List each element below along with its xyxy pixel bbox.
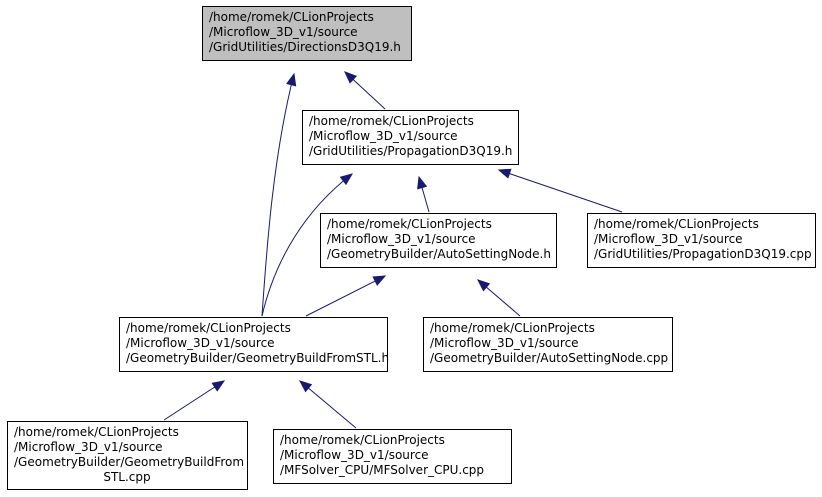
edge-line: [305, 275, 386, 317]
node-label-line: /home/romek/CLionProjects: [14, 425, 179, 439]
graph-node-n2[interactable]: /home/romek/CLionProjects/Microflow_3D_v…: [320, 213, 557, 268]
edge-line: [299, 380, 357, 429]
arrowhead: [298, 380, 313, 393]
node-box[interactable]: [119, 317, 388, 372]
node-label-line: /home/romek/CLionProjects: [309, 114, 474, 128]
node-label-line: /home/romek/CLionProjects: [126, 321, 291, 335]
arrowhead: [286, 72, 297, 87]
edge-n4-n1: [261, 173, 354, 317]
edges-layer: [163, 71, 623, 429]
node-box[interactable]: [423, 317, 673, 372]
node-label-line: /Microflow_3D_v1/source: [327, 232, 476, 246]
node-box[interactable]: [587, 213, 816, 268]
graph-node-n3[interactable]: /home/romek/CLionProjects/Microflow_3D_v…: [587, 213, 816, 268]
arrowhead: [476, 279, 491, 292]
arrowhead: [417, 175, 428, 190]
edge-n6-n4: [163, 380, 226, 421]
node-label-line: /home/romek/CLionProjects: [280, 433, 445, 447]
node-label-line: /Microflow_3D_v1/source: [209, 25, 358, 39]
edge-line: [498, 169, 623, 213]
node-label-line: /GeometryBuilder/AutoSettingNode.h: [327, 247, 551, 261]
node-label-line: /Microflow_3D_v1/source: [126, 336, 275, 350]
nodes-layer: /home/romek/CLionProjects/Microflow_3D_v…: [7, 6, 816, 490]
graph-node-n4[interactable]: /home/romek/CLionProjects/Microflow_3D_v…: [119, 317, 390, 372]
edge-line: [261, 73, 295, 317]
graph-node-n6[interactable]: /home/romek/CLionProjects/Microflow_3D_v…: [7, 421, 248, 490]
arrowhead: [497, 168, 512, 179]
node-label-line: /GeometryBuilder/AutoSettingNode.cpp: [430, 351, 668, 365]
edge-n3-n1: [497, 168, 623, 213]
node-label-line: /home/romek/CLionProjects: [594, 217, 759, 231]
node-box-current-file[interactable]: [202, 6, 412, 61]
node-label-line: /GeometryBuilder/GeometryBuildFromSTL.h: [126, 351, 389, 365]
edge-n4-n2: [305, 275, 387, 317]
arrowhead: [211, 380, 226, 392]
edge-n7-n4: [298, 380, 357, 429]
arrowhead: [372, 275, 387, 286]
node-label-line: /home/romek/CLionProjects: [430, 321, 595, 335]
edge-n4-n0: [261, 72, 297, 317]
node-box[interactable]: [302, 110, 519, 165]
edge-line: [261, 173, 353, 317]
arrowhead: [344, 71, 358, 84]
graph-node-n1[interactable]: /home/romek/CLionProjects/Microflow_3D_v…: [302, 110, 519, 165]
node-box[interactable]: [320, 213, 557, 268]
node-label-line: /Microflow_3D_v1/source: [280, 448, 429, 462]
graph-node-n5[interactable]: /home/romek/CLionProjects/Microflow_3D_v…: [423, 317, 673, 372]
node-label-line: STL.cpp: [103, 470, 150, 484]
node-label-line: /home/romek/CLionProjects: [209, 10, 374, 24]
node-label-line: /GeometryBuilder/GeometryBuildFrom: [14, 455, 244, 469]
node-box[interactable]: [273, 429, 512, 484]
node-label-line: /Microflow_3D_v1/source: [309, 129, 458, 143]
edge-n5-n2: [476, 279, 521, 317]
node-label-line: /Microflow_3D_v1/source: [430, 336, 579, 350]
node-label-line: /Microflow_3D_v1/source: [14, 440, 163, 454]
node-label-line: /GridUtilities/DirectionsD3Q19.h: [209, 40, 401, 54]
node-label-line: /GridUtilities/PropagationD3Q19.h: [309, 144, 512, 158]
node-label-line: /GridUtilities/PropagationD3Q19.cpp: [594, 247, 812, 261]
edge-n1-n0: [344, 71, 386, 110]
edge-line: [163, 380, 225, 421]
graph-node-n7[interactable]: /home/romek/CLionProjects/Microflow_3D_v…: [273, 429, 512, 484]
node-label-line: /Microflow_3D_v1/source: [594, 232, 743, 246]
node-box[interactable]: [7, 421, 248, 490]
node-label-line: /home/romek/CLionProjects: [327, 217, 492, 231]
graph-node-n0[interactable]: /home/romek/CLionProjects/Microflow_3D_v…: [202, 6, 412, 61]
node-label-line: /MFSolver_CPU/MFSolver_CPU.cpp: [280, 463, 484, 477]
arrowhead: [339, 173, 354, 186]
edge-n2-n1: [417, 175, 430, 213]
